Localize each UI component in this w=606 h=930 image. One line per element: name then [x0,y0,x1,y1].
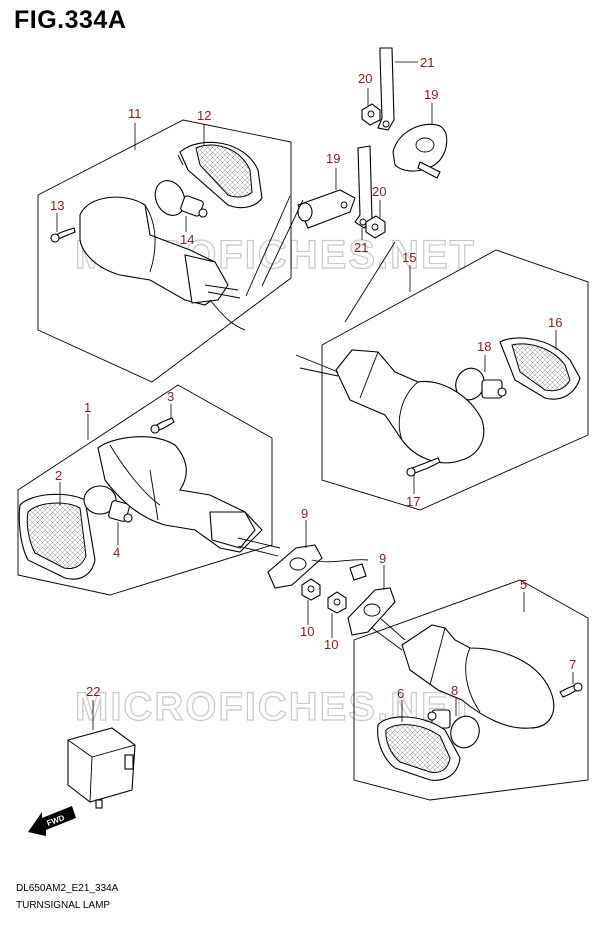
lens-12 [177,141,263,209]
group-box-5 [353,579,589,801]
grommet-9-left [267,544,323,589]
lens-16 [499,337,581,400]
group-box-1 [17,384,273,596]
lamp-housing-15 [295,349,485,464]
wire-left-lamp [311,559,369,581]
bulb-4 [83,485,133,523]
callout-19-right: 19 [424,87,438,102]
callout-15: 15 [402,250,416,265]
bracket-21-lower [354,145,373,229]
callout-19-left: 19 [326,151,340,166]
lamp-housing-1 [97,436,281,557]
screw-17 [406,457,441,477]
nut-10-right [327,591,347,614]
lamp-housing-5 [371,617,555,729]
drawing-code: DL650AM2_E21_334A [16,883,119,894]
nut-20-upper [361,103,381,126]
callout-21-upper: 21 [420,55,434,70]
callout-7: 7 [569,657,576,672]
callout-17: 17 [406,494,420,509]
bulb-18 [455,367,507,401]
callout-13: 13 [50,198,64,213]
callout-2: 2 [55,468,62,483]
nut-20-lower [365,215,386,239]
callout-4: 4 [113,545,120,560]
bulb-14 [154,180,208,218]
grommet-9-right [347,587,396,636]
leader-lines [56,61,574,730]
callout-6: 6 [397,686,404,701]
screw-3 [150,417,175,434]
callout-9-left: 9 [301,506,308,521]
callout-18: 18 [477,339,491,354]
callout-21-lower: 21 [354,240,368,255]
callout-3: 3 [167,389,174,404]
callout-10-left: 10 [300,624,314,639]
callout-9-right: 9 [379,551,386,566]
fwd-arrow-icon: FWD [28,806,76,836]
callout-16: 16 [548,315,562,330]
lens-6 [377,716,461,781]
screw-13 [50,227,76,243]
grommet-19-left [297,189,356,229]
bracket-21 [377,47,395,131]
callout-1: 1 [84,400,91,415]
callout-5: 5 [520,577,527,592]
callout-20-lower: 20 [372,184,386,199]
callout-10-right: 10 [324,637,338,652]
drawing-title: TURNSIGNAL LAMP [16,900,111,911]
lens-2 [18,493,96,580]
callout-12: 12 [197,108,211,123]
callout-8: 8 [451,683,458,698]
figure-title: FIG.334A [14,6,127,34]
relay-22 [67,727,136,809]
callouts: 11 12 13 14 19 19 20 20 21 21 15 16 18 1… [50,55,576,701]
group-box-11 [37,119,292,383]
group-box-15 [321,249,589,511]
grommet-19-right [392,123,448,179]
callout-14: 14 [180,232,194,247]
lamp-housing-11 [79,196,246,331]
nut-10-left [301,578,321,601]
callout-22: 22 [86,684,100,699]
screw-7 [559,682,583,698]
callout-20-upper: 20 [358,71,372,86]
callout-11: 11 [128,106,142,121]
wire-connection [245,195,396,323]
